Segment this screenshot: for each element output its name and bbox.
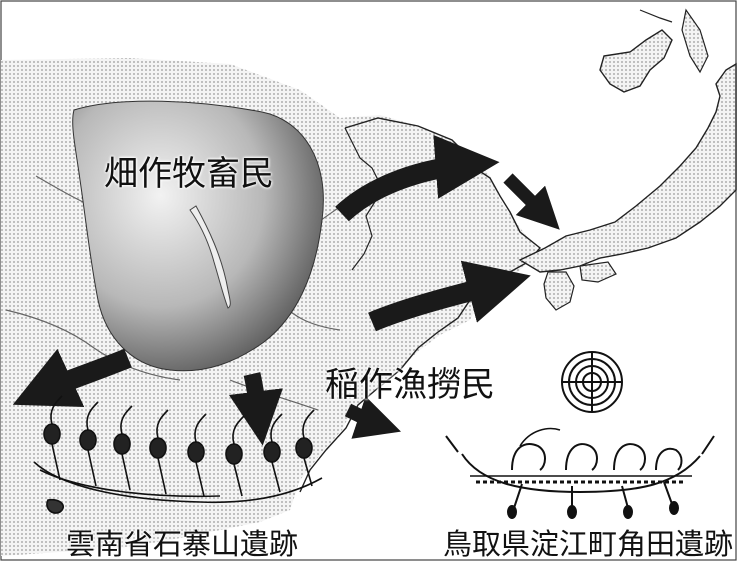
sakhalin [681,8,709,74]
yunnan-boat-drawing [33,395,323,514]
migration-arrow-inner [189,205,231,309]
label-site-tottori: 鳥取県淀江町角田遺跡 [443,527,734,561]
label-farmers-herders: 畑作牧畜民 [104,154,274,194]
concentric-circle-symbol [561,351,623,413]
tottori-boat-drawing [445,427,715,519]
farming-herding-region [72,100,324,372]
arrow-to-north-japan [335,134,500,222]
arrow-to-korea [503,173,560,230]
japan-shikoku [579,261,617,283]
label-site-yunnan: 雲南省石寨山遺跡 [66,527,299,561]
arrow-southeast [344,396,401,439]
japan-honshu [518,62,737,273]
arrow-south [228,372,283,446]
river-3 [5,309,181,381]
japan-hokkaido [599,29,673,93]
label-rice-fishers: 稲作漁撈民 [325,365,495,405]
arrow-west [12,348,132,407]
arrow-to-kyushu [368,260,531,332]
kamchatka-coast [639,9,673,23]
japan-kyushu [543,271,575,311]
